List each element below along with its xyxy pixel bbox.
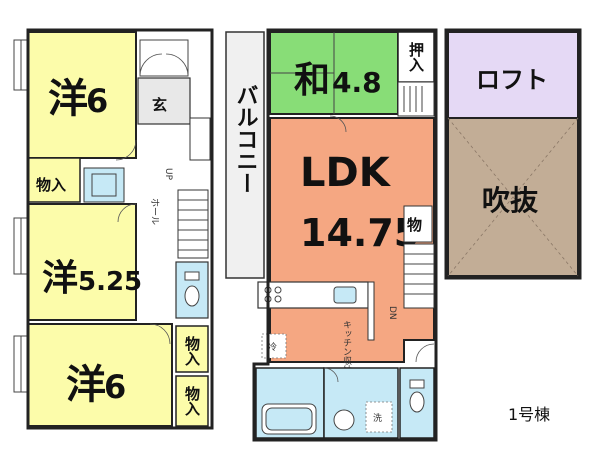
laundry-label: 洗 [373,412,382,424]
stairs-floor2 [403,243,435,309]
hall-label: ホール [149,198,160,225]
room-ldk-size: 14.75 [300,211,420,255]
room-western-mid-size: 5.25 [78,267,142,297]
stairs-floor1 [177,189,209,259]
floor1-plan: 洋 6 物入 洋 5.25 洋 6 玄 ホール UP [13,28,214,430]
room-japanese-size: 4.8 [332,66,382,99]
closet [397,31,435,83]
room-western-mid-name: 洋 [42,258,78,299]
storage-right-1-label: 物入 [183,335,201,366]
shoe-storage [189,117,211,161]
fridge [261,333,287,359]
stairs-up-label: UP [163,168,173,181]
closet-label: 押入 [407,41,425,72]
room-western-top-size: 6 [86,82,108,120]
stairs-down-label: DN [387,306,397,320]
storage-left [27,157,81,203]
room-western-bottom-name: 洋 [66,362,106,408]
balcony-label: バルコニー [233,84,258,194]
fukinuke-label: 吹抜 [482,184,539,217]
ldk-storage-label: 物 [407,216,422,234]
storage-right-2-label: 物入 [183,385,201,416]
room-japanese-name: 和 [294,60,330,101]
loft [447,31,579,119]
kitchen-storage-label: キッチン収納 [341,320,352,375]
floor2-plan: バルコニー 和 4.8 押入 LDK 14.75 物 DN [225,28,438,442]
entrance-label: 玄 [152,96,167,114]
ldk-storage [403,205,433,243]
fridge-label: 冷 [268,341,277,353]
room-western-bottom [27,323,173,427]
room-western-top-name: 洋 [48,76,88,122]
room-western-top [27,31,137,159]
room-ldk-name: LDK [300,150,392,196]
loft-label: ロフト [476,66,548,94]
storage-right-2 [175,375,209,427]
storage-right-1 [175,325,209,373]
building-label: 1号棟 [508,405,550,424]
room-western-bottom-size: 6 [104,368,126,406]
entrance [137,77,191,125]
storage-left-label: 物入 [36,176,66,194]
balcony [225,31,265,279]
loft-plan: ロフト 吹抜 [444,28,582,280]
closet-box [83,167,125,203]
